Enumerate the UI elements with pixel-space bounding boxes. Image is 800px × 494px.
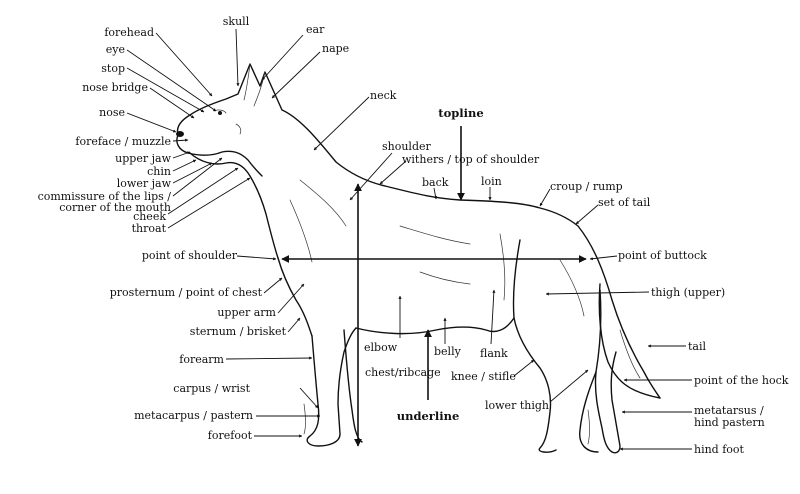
label-ear: ear (306, 23, 325, 36)
dog-jaw-outline (189, 152, 279, 259)
label-loin: loin (481, 175, 502, 188)
label-tail: tail (688, 340, 706, 353)
label-throat: throat (132, 222, 167, 235)
label-back: back (422, 176, 449, 189)
label-metatarsus-1: metatarsus / (694, 404, 764, 417)
label-set-of-tail: set of tail (598, 196, 651, 209)
label-upper-arm: upper arm (217, 306, 276, 319)
label-carpus: carpus / wrist (173, 382, 250, 395)
label-commissure-2: corner of the mouth (59, 201, 171, 214)
label-eye: eye (106, 43, 125, 56)
leader-lines (126, 28, 692, 451)
dog-chest-outline (277, 257, 313, 337)
label-point-of-hock: point of the hock (694, 374, 789, 387)
label-nose-bridge: nose bridge (82, 81, 148, 94)
label-chest-ribcage: chest/ribcage (365, 366, 441, 379)
label-flank: flank (480, 347, 508, 360)
label-upper-jaw: upper jaw (115, 152, 171, 165)
label-belly: belly (434, 345, 462, 358)
label-forearm: forearm (179, 353, 224, 366)
label-shoulder: shoulder (382, 140, 432, 153)
dog-muzzle-outline (176, 134, 263, 177)
label-sternum: sternum / brisket (190, 325, 287, 338)
label-lower-thigh: lower thigh (485, 399, 549, 412)
label-elbow: elbow (364, 341, 398, 354)
label-metatarsus-2: hind pastern (694, 416, 765, 429)
dog-head-outline (176, 63, 386, 187)
label-forehead: forehead (104, 26, 154, 39)
dog-underline-outline (355, 317, 515, 335)
label-neck: neck (370, 89, 397, 102)
label-withers: withers / top of shoulder (402, 153, 540, 166)
label-hind-foot: hind foot (694, 443, 745, 456)
label-foreface: foreface / muzzle (75, 135, 171, 148)
label-nape: nape (322, 42, 349, 55)
label-thigh-upper: thigh (upper) (651, 286, 725, 299)
label-point-of-shoulder: point of shoulder (142, 249, 238, 262)
label-point-of-buttock: point of buttock (618, 249, 707, 262)
label-cheek: cheek (133, 210, 166, 223)
dog-tail-outline (598, 283, 661, 399)
dog-front-leg-outline (306, 327, 357, 447)
part-labels: forehead skull ear nape eye stop nose br… (38, 15, 789, 456)
label-prosternum: prosternum / point of chest (110, 286, 263, 299)
label-knee-stifle: knee / stifle (451, 370, 516, 383)
label-metacarpus: metacarpus / pastern (134, 409, 253, 422)
label-underline: underline (397, 409, 460, 423)
label-skull: skull (223, 15, 250, 28)
dog-hind-leg-inner (512, 239, 557, 453)
label-nose: nose (99, 106, 125, 119)
label-croup: croup / rump (550, 180, 623, 193)
label-lower-jaw: lower jaw (117, 177, 172, 190)
label-commissure-1: commissure of the lips / (38, 190, 172, 203)
label-topline: topline (438, 106, 483, 120)
label-forefoot: forefoot (208, 429, 253, 442)
dog-illustration (176, 63, 661, 454)
label-chin: chin (147, 165, 171, 178)
label-stop: stop (101, 62, 125, 75)
dog-hind-leg-outline (594, 289, 621, 454)
measurement-arrows (281, 126, 587, 447)
